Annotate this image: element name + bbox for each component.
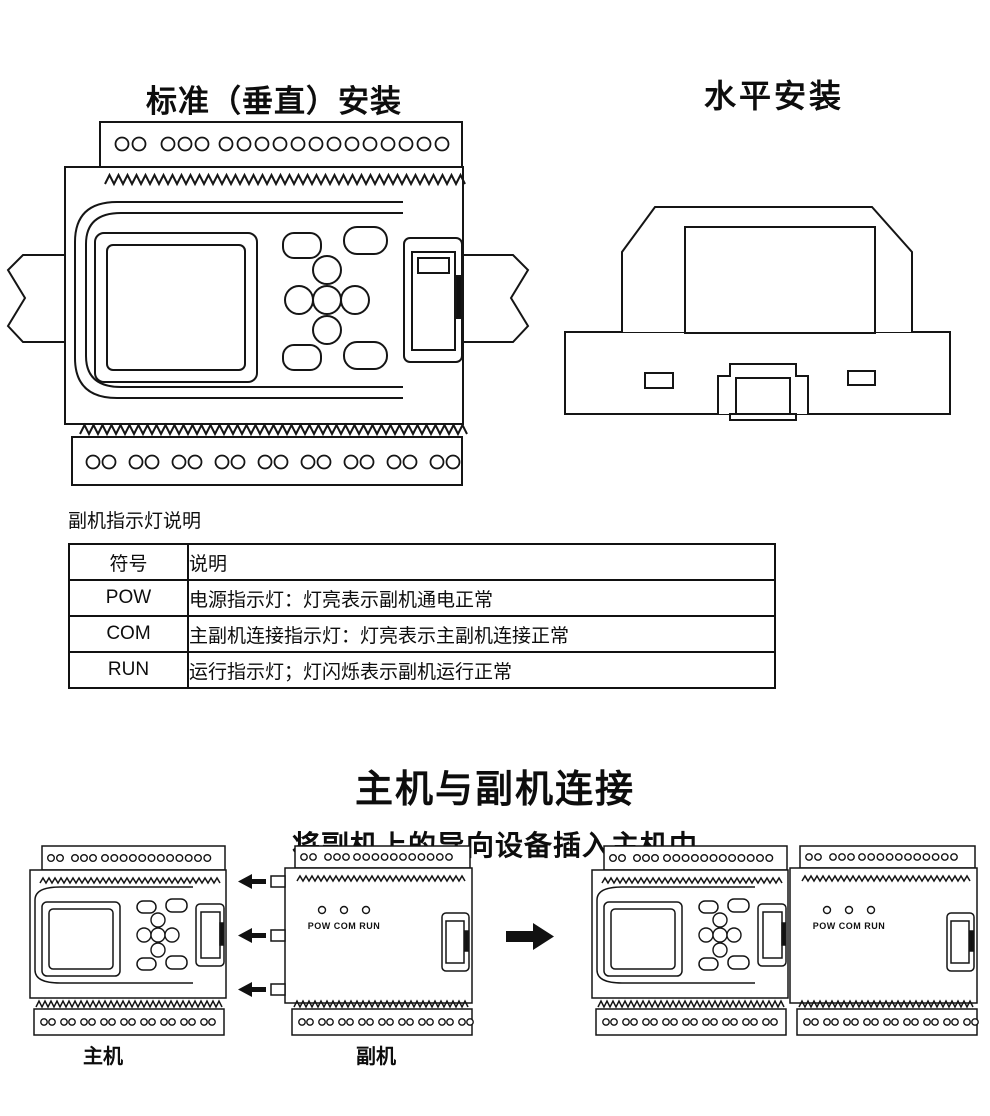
symbol-cell: COM — [68, 615, 189, 653]
master-device-drawing — [29, 845, 227, 1036]
vertical-install-title: 标准（垂直）安装 — [146, 83, 402, 119]
run-led — [361, 905, 371, 915]
com-led — [339, 905, 349, 915]
symbol-cell: POW — [68, 579, 189, 617]
header-desc: 说明 — [187, 543, 776, 581]
table-row: POW 电源指示灯：灯亮表示副机通电正常 — [68, 579, 776, 617]
pow-led — [317, 905, 327, 915]
connector-socket — [403, 237, 463, 363]
header-symbol: 符号 — [68, 543, 189, 581]
slave-indicator-labels: POW COM RUN — [308, 921, 381, 931]
top-terminals — [160, 136, 210, 152]
top-terminals — [114, 136, 147, 152]
connector-socket — [441, 912, 470, 972]
mount-slot-right — [847, 370, 876, 386]
table-row: RUN 运行指示灯；灯闪烁表示副机运行正常 — [68, 651, 776, 689]
display-window — [41, 901, 121, 977]
combined-master — [591, 845, 789, 1036]
table-row: COM 主副机连接指示灯：灯亮表示主副机连接正常 — [68, 615, 776, 653]
slave-device-drawing: POW COM RUN — [284, 845, 474, 1036]
din-rail-right — [462, 254, 530, 343]
display-screen — [106, 244, 246, 371]
vertical-install-diagram — [6, 121, 530, 486]
horizontal-install-diagram — [564, 206, 951, 421]
indicator-table-caption: 副机指示灯说明 — [68, 511, 202, 532]
face-groove-inner — [85, 212, 403, 388]
insert-arrow-icons — [238, 874, 266, 997]
din-rail-left — [6, 254, 66, 343]
horizontal-install-title: 水平安装 — [703, 77, 844, 114]
button-cluster — [282, 226, 388, 371]
device-profile — [621, 206, 913, 332]
indicator-table: 符号 说明 POW 电源指示灯：灯亮表示副机通电正常 COM 主副机连接指示灯：… — [68, 543, 776, 689]
vent-sawtooth-bottom — [79, 422, 468, 437]
vent-sawtooth-top — [104, 172, 466, 187]
display-window — [94, 232, 258, 383]
face-groove-outer — [74, 201, 403, 399]
master-label: 主机 — [83, 1046, 123, 1068]
slave-label: 副机 — [356, 1046, 396, 1068]
top-terminals — [218, 136, 450, 152]
mount-slot-left — [644, 372, 674, 389]
desc-cell: 电源指示灯：灯亮表示副机通电正常 — [187, 579, 776, 617]
din-rail-clip — [717, 363, 809, 421]
desc-cell: 主副机连接指示灯：灯亮表示主副机连接正常 — [187, 615, 776, 653]
bottom-terminals — [85, 454, 461, 470]
guide-tabs — [270, 875, 286, 996]
connection-title: 主机与副机连接 — [354, 769, 635, 812]
result-arrow-icon — [506, 923, 554, 950]
profile-body — [684, 226, 876, 334]
desc-cell: 运行指示灯；灯闪烁表示副机运行正常 — [187, 651, 776, 689]
combined-slave — [789, 845, 979, 1036]
symbol-cell: RUN — [68, 651, 189, 689]
connection-diagram: POW COM RUN — [29, 845, 979, 1036]
table-header-row: 符号 说明 — [68, 543, 776, 581]
